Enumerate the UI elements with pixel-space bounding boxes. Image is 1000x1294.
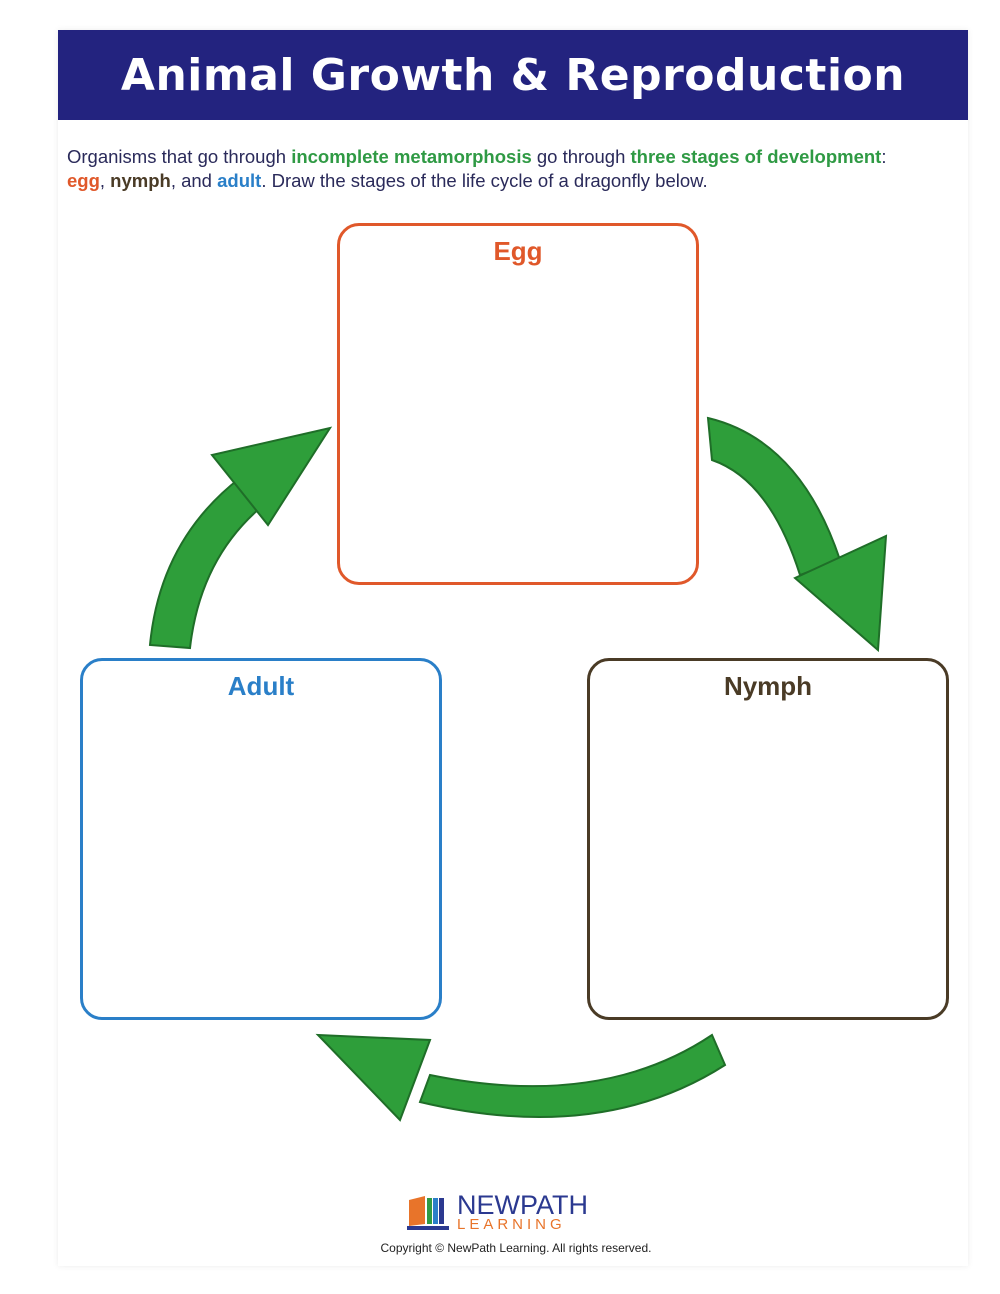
logo-text-bottom: LEARNING: [457, 1216, 566, 1233]
arrow-adult-to-egg-icon: [148, 426, 333, 650]
adult-drawing-box[interactable]: Adult: [80, 658, 442, 1020]
arrow-egg-to-nymph-icon: [706, 416, 888, 653]
nymph-drawing-box[interactable]: Nymph: [587, 658, 949, 1020]
egg-drawing-box[interactable]: Egg: [337, 223, 699, 585]
arrow-nymph-to-adult-icon: [315, 1033, 727, 1122]
page-title: Animal Growth & Reproduction: [120, 49, 906, 101]
keyword-egg: egg: [67, 170, 100, 191]
header-banner: Animal Growth & Reproduction: [58, 30, 968, 120]
keyword-incomplete-metamorphosis: incomplete metamorphosis: [291, 146, 532, 167]
intro-text: ,: [99, 170, 111, 191]
egg-label: Egg: [493, 236, 543, 266]
intro-text: Organisms that go through: [67, 146, 292, 167]
adult-label: Adult: [227, 671, 295, 701]
newpath-logo: NEWPATH LEARNING: [405, 1192, 588, 1232]
intro-text: , and: [170, 170, 218, 191]
instructions: Organisms that go through incomplete met…: [67, 145, 977, 193]
intro-text: . Draw the stages of the life cycle of a…: [261, 170, 708, 191]
keyword-nymph: nymph: [110, 170, 171, 191]
nymph-label: Nymph: [723, 671, 813, 701]
intro-text: :: [881, 146, 887, 167]
keyword-adult: adult: [217, 170, 262, 191]
copyright: Copyright © NewPath Learning. All rights…: [380, 1241, 652, 1255]
keyword-three-stages: three stages of development: [630, 146, 882, 167]
logo-text-top: NEWPATH: [457, 1190, 588, 1220]
intro-text: go through: [531, 146, 631, 167]
book-logo-icon: [407, 1196, 449, 1230]
